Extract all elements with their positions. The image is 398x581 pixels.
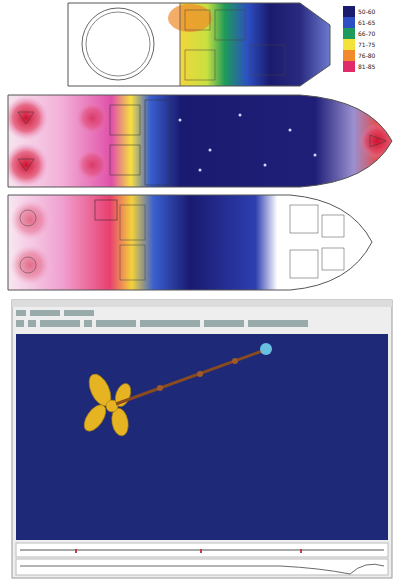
legend-row: 50-60	[343, 6, 375, 17]
legend-swatch	[343, 39, 355, 50]
legend-text: 71-75	[358, 39, 375, 50]
legend: 50-6061-6566-7071-7576-8081-85	[343, 6, 375, 72]
legend-row: 61-65	[343, 17, 375, 28]
legend-row: 66-70	[343, 28, 375, 39]
legend-swatch	[343, 50, 355, 61]
legend-row: 71-75	[343, 39, 375, 50]
legend-text: 76-80	[358, 50, 375, 61]
legend-swatch	[343, 6, 355, 17]
legend-swatch	[343, 17, 355, 28]
legend-text: 81-85	[358, 61, 375, 72]
legend-swatch	[343, 61, 355, 72]
legend-text: 61-65	[358, 17, 375, 28]
legend-row: 81-85	[343, 61, 375, 72]
legend-text: 50-60	[358, 6, 375, 17]
legend-swatch	[343, 28, 355, 39]
legend-row: 76-80	[343, 50, 375, 61]
legend-text: 66-70	[358, 28, 375, 39]
